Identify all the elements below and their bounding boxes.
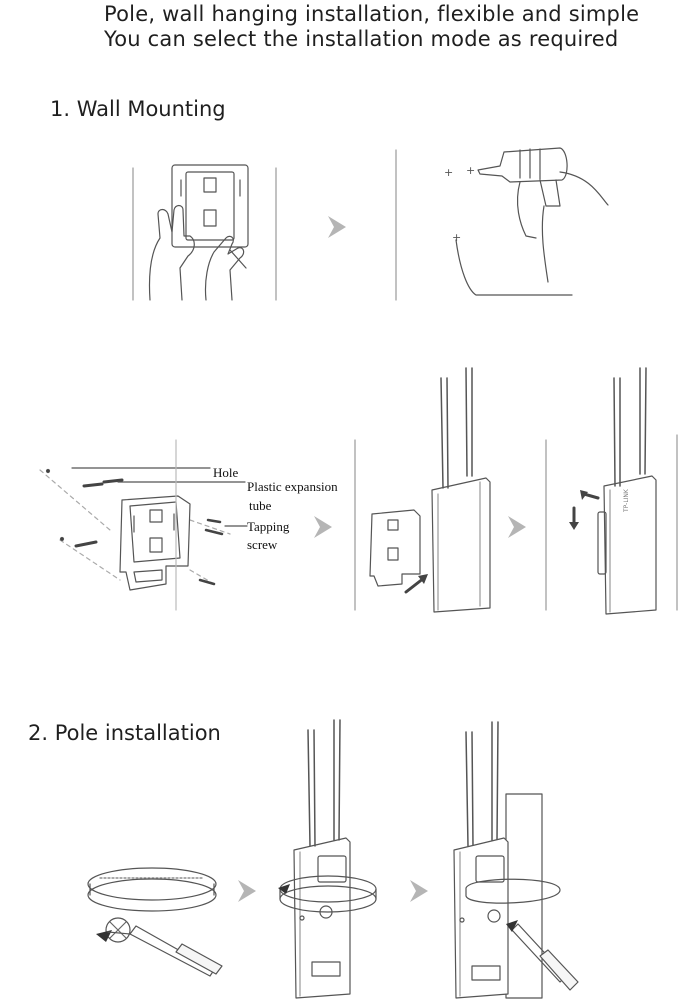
- callout-hole: Hole: [213, 465, 239, 480]
- section-title-pole-installation: 2. Pole installation: [28, 721, 221, 745]
- step-arrow-2: [314, 516, 332, 538]
- callout-tube-line-1: Plastic expansion: [247, 479, 338, 494]
- wall-step4-attach-ap: [354, 367, 491, 613]
- header-line-2: You can select the installation mode as …: [104, 27, 619, 51]
- svg-text:+: +: [466, 164, 475, 177]
- header-line-1: Pole, wall hanging installation, flexibl…: [104, 2, 640, 26]
- svg-text:TP-LINK: TP-LINK: [623, 488, 630, 513]
- step-arrow-3: [508, 516, 526, 538]
- pole-step1-clamp: [87, 867, 223, 977]
- step-arrow-4: [238, 880, 256, 902]
- section-title-wall-mounting: 1. Wall Mounting: [50, 97, 226, 121]
- step-arrow-1: [328, 216, 346, 238]
- wall-step2-drill: + + +: [395, 147, 609, 301]
- svg-text:+: +: [444, 166, 453, 179]
- callout-tube-line-2: tube: [249, 498, 272, 513]
- wall-step3-bracket-screws: [39, 439, 248, 611]
- callout-screw-line-2: screw: [247, 537, 278, 552]
- page-header: Pole, wall hanging installation, flexibl…: [104, 2, 639, 52]
- svg-text:+: +: [452, 231, 461, 244]
- wall-step5-ap-mounted: TP-LINK: [545, 367, 678, 615]
- callout-screw-line-1: Tapping: [247, 519, 290, 534]
- pole-step2-clamp-through-ap: [278, 719, 377, 999]
- step-arrow-5: [410, 880, 428, 902]
- wall-step1-bracket-hands: [132, 164, 277, 301]
- pole-step3-ap-on-pole: [453, 721, 579, 999]
